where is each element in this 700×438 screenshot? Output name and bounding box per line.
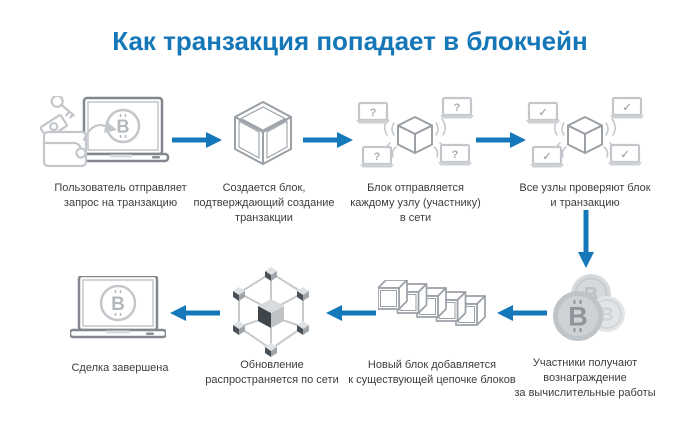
label-line: подтверждающий создание: [193, 197, 335, 209]
label-line: Пользователь отправляет: [54, 182, 187, 194]
blockchain-row-icon: [378, 280, 486, 326]
label-line: за вычислительные работы: [514, 387, 656, 399]
block-glyph: [378, 280, 408, 310]
node-laptop-icon: ✓: [610, 96, 644, 119]
bitcoin-coins-icon: B B B: [553, 274, 625, 341]
svg-text:✓: ✓: [538, 107, 547, 119]
label-line: распространяется по сети: [205, 374, 339, 386]
label-line: Сделка завершена: [71, 362, 169, 374]
label-line: Новый блок добавляется: [367, 359, 497, 371]
wallet-icon: [42, 130, 88, 168]
label-line: и транзакцию: [550, 197, 620, 209]
cube-broadcast-question-icon: ? ? ? ?: [356, 96, 474, 168]
label-line: Обновление: [240, 359, 304, 371]
label-line: в сети: [399, 212, 432, 224]
flow-arrow-left-icon: [170, 305, 220, 321]
label-line: Участники получают: [532, 357, 638, 369]
svg-text:B: B: [117, 117, 130, 137]
laptop-glyph: B: [72, 96, 170, 163]
step-label-deal-complete: Сделка завершена: [45, 361, 195, 376]
svg-text:?: ?: [452, 149, 459, 161]
cube-glyph: [567, 116, 603, 154]
node-laptop-icon: ?: [438, 143, 472, 166]
svg-text:B: B: [568, 302, 588, 332]
step-label-miners-reward: Участники получают вознаграждение за выч…: [495, 356, 675, 401]
svg-text:B: B: [111, 294, 125, 315]
cube-glyph: [397, 116, 433, 154]
flow-arrow-down-icon: [578, 210, 594, 268]
cube-icon: [234, 101, 292, 165]
svg-text:?: ?: [454, 102, 461, 114]
node-laptop-icon: ✓: [530, 145, 564, 168]
curved-arrow-icon: [82, 121, 117, 142]
step-label-user-request: Пользователь отправляет запрос на транза…: [28, 181, 213, 211]
cube-broadcast-check-icon: ✓ ✓ ✓ ✓: [526, 96, 644, 168]
step-label-update-propagates: Обновление распространяется по сети: [188, 358, 356, 388]
flow-arrow-right-icon: [303, 132, 353, 148]
label-line: каждому узлу (участнику): [350, 197, 481, 209]
wallet-laptop-bitcoin-icon: B: [40, 96, 170, 168]
laptop-bitcoin-icon: B: [70, 276, 166, 339]
svg-text:?: ?: [374, 151, 381, 163]
svg-text:✓: ✓: [620, 149, 629, 161]
node-laptop-icon: ?: [440, 96, 474, 119]
key-icon: [50, 96, 76, 119]
svg-text:?: ?: [370, 107, 377, 119]
node-cube-glyph: [233, 267, 309, 357]
flow-arrow-left-icon: [326, 305, 376, 321]
node-laptop-icon: ✓: [526, 101, 560, 124]
network-cube-icon: [233, 267, 309, 357]
flow-arrow-left-icon: [497, 305, 547, 321]
center-cube-glyph: [258, 299, 284, 328]
node-laptop-icon: ?: [360, 145, 394, 168]
label-line: к существующей цепочке блоков: [348, 374, 516, 386]
page-title: Как транзакция попадает в блокчейн: [112, 26, 588, 56]
label-line: транзакции: [235, 212, 293, 224]
node-laptop-icon: ✓: [608, 143, 642, 166]
coin-front-icon: B: [553, 291, 603, 341]
step-label-block-broadcast: Блок отправляется каждому узлу (участник…: [338, 181, 493, 226]
svg-text:✓: ✓: [542, 151, 551, 163]
svg-text:B: B: [601, 305, 614, 325]
step-label-block-added: Новый блок добавляется к существующей це…: [328, 358, 536, 388]
step-label-nodes-verify: Все узлы проверяют блок и транзакцию: [500, 181, 670, 211]
svg-text:✓: ✓: [622, 102, 631, 114]
flow-arrow-right-icon: [172, 132, 222, 148]
label-line: запрос на транзакцию: [63, 197, 178, 209]
label-line: Все узлы проверяют блок: [519, 182, 651, 194]
flow-arrow-right-icon: [476, 132, 526, 148]
label-line: вознаграждение: [543, 372, 627, 384]
node-laptop-icon: ?: [356, 101, 390, 124]
label-line: Создается блок,: [222, 182, 306, 194]
step-label-block-created: Создается блок, подтверждающий создание …: [190, 181, 338, 226]
label-line: Блок отправляется: [367, 182, 464, 194]
